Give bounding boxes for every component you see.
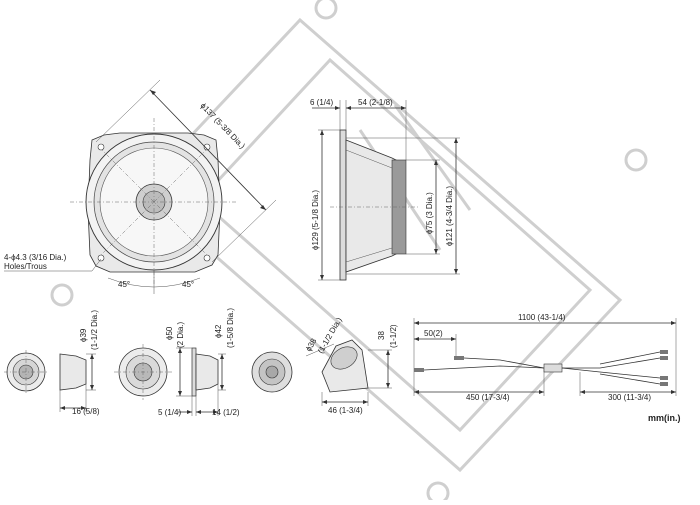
holes-label: 4-ϕ4.3 (3/16 Dia.): [4, 253, 67, 262]
tweeter2-flange-in-label: (1-5/8 Dia.): [226, 308, 235, 348]
angle-right-label: 45°: [182, 280, 194, 289]
cable-diagram: [413, 318, 677, 396]
woofer-side-view: [312, 100, 460, 281]
cable-total-label: 1100 (43-1/4): [518, 313, 566, 322]
cable-mid-label: 450 (17-3/4): [466, 393, 510, 402]
tweeter2-dia-label: ϕ50: [165, 326, 174, 340]
depth-flange-label: 6 (1/4): [310, 98, 333, 107]
tweeter2-depth1-label: 5 (1/4): [158, 408, 181, 417]
tweeter2-flange-label: ϕ42: [214, 324, 223, 338]
depth-total-label: 54 (2-1/8): [358, 98, 393, 107]
tweeter3-len-label: 46 (1-3/4): [328, 406, 363, 415]
angle-left-label: 45°: [118, 280, 130, 289]
tweeter2-dia-in-label: (2 Dia.): [176, 321, 185, 348]
side-outer-label: ϕ129 (5-1/8 Dia.): [311, 190, 320, 250]
holes-label-fr: Holes/Trous: [4, 262, 47, 271]
tweeter1-dia-in-label: (1-1/2 Dia.): [90, 310, 99, 350]
tweeter1-dia-label: ϕ39: [79, 328, 88, 342]
side-magnet-label: ϕ75 (3 Dia.): [425, 192, 434, 234]
unit-label: mm(in.): [648, 413, 681, 423]
tweeter3-height-in-label: (1-1/2): [389, 324, 398, 348]
cable-branch-label: 300 (11-3/4): [608, 393, 651, 402]
side-cutout-label: ϕ121 (4-3/4 Dia.): [445, 186, 454, 246]
tweeter-1-views: [4, 350, 96, 412]
tweeter-3-views: [251, 339, 392, 406]
woofer-front-view: [4, 79, 277, 294]
tweeter-2-views: [114, 344, 226, 416]
tweeter1-depth-label: 16 (5/8): [72, 407, 100, 416]
tweeter3-height-label: 38: [377, 331, 386, 340]
cable-end-label: 50(2): [424, 329, 443, 338]
tweeter2-depth2-label: 14 (1/2): [212, 408, 240, 417]
